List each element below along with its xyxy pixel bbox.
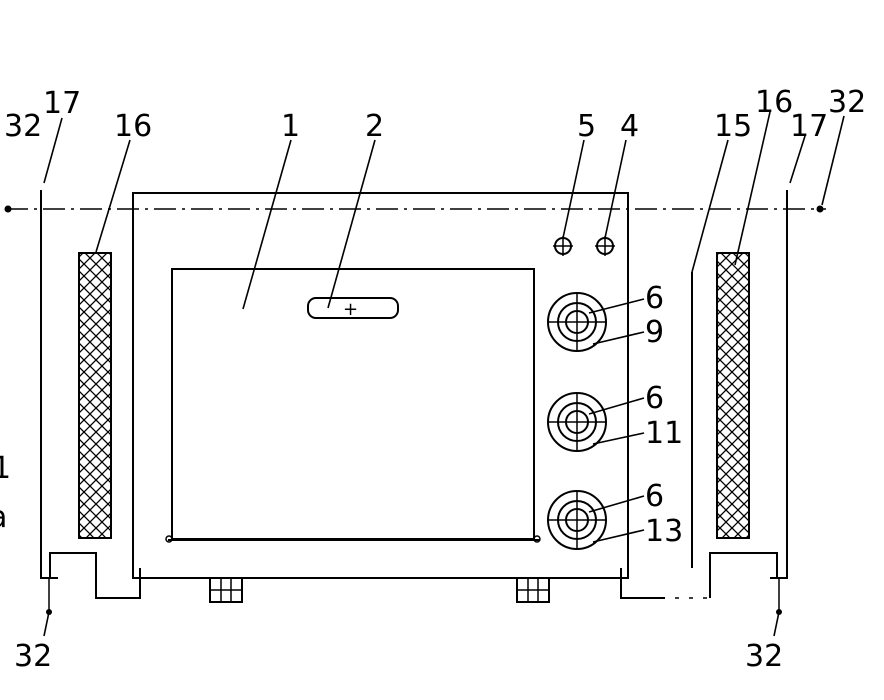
- label-11-knob-middle: 11: [645, 416, 683, 451]
- label-13-knob-lower: 13: [645, 514, 683, 549]
- label-16-top-right: 16: [755, 85, 793, 120]
- center-line-left-end-marker: [4, 205, 12, 213]
- label-17-top-left: 17: [43, 86, 81, 121]
- oven-body-outline: [132, 192, 629, 579]
- cropped-label-left-edge: 1: [0, 451, 11, 486]
- control-knob-lower: [547, 490, 607, 550]
- label-6-knob-upper: 6: [645, 281, 664, 316]
- label-6-knob-middle: 6: [645, 381, 664, 416]
- door-hinge-right: [533, 535, 541, 543]
- cropped-label-left-edge-letter: a: [0, 500, 7, 535]
- label-32-bottom-left: 32: [14, 639, 52, 674]
- label-2-door-handle: 2: [365, 109, 384, 144]
- center-line-right-end-marker: [816, 205, 824, 213]
- label-15-separator: 15: [714, 109, 752, 144]
- door-handle-symbol: +: [343, 299, 358, 320]
- right-foot-bracket: [620, 568, 665, 599]
- label-1-oven-body: 1: [281, 109, 300, 144]
- leader-lines: [43, 111, 845, 637]
- left-foot-bracket: [49, 552, 141, 599]
- right-foot-bracket-outer: [709, 552, 778, 598]
- control-knob-middle: [547, 392, 607, 452]
- oven-foot-right: [516, 577, 550, 603]
- label-32-bottom-right: 32: [745, 639, 783, 674]
- label-32-top-right: 32: [828, 85, 866, 120]
- oven-foot-left: [209, 577, 243, 603]
- indicator-lamp-5: [553, 236, 573, 256]
- door-handle: [307, 297, 399, 319]
- label-6-knob-lower: 6: [645, 479, 664, 514]
- label-9-knob-upper: 9: [645, 315, 664, 350]
- label-5-lamp: 5: [577, 109, 596, 144]
- label-16-top-left: 16: [114, 109, 152, 144]
- label-17-top-right: 17: [790, 109, 828, 144]
- right-outer-panel: [770, 190, 788, 615]
- label-4-lamp: 4: [620, 109, 639, 144]
- control-knob-upper: [547, 292, 607, 352]
- indicator-lamp-4: [595, 236, 615, 256]
- label-32-top-left: 32: [4, 109, 42, 144]
- right-insulation-hatched: [716, 252, 750, 539]
- left-insulation-hatched: [78, 252, 112, 539]
- door-hinge-left: [165, 535, 173, 543]
- left-outer-panel: [40, 190, 58, 615]
